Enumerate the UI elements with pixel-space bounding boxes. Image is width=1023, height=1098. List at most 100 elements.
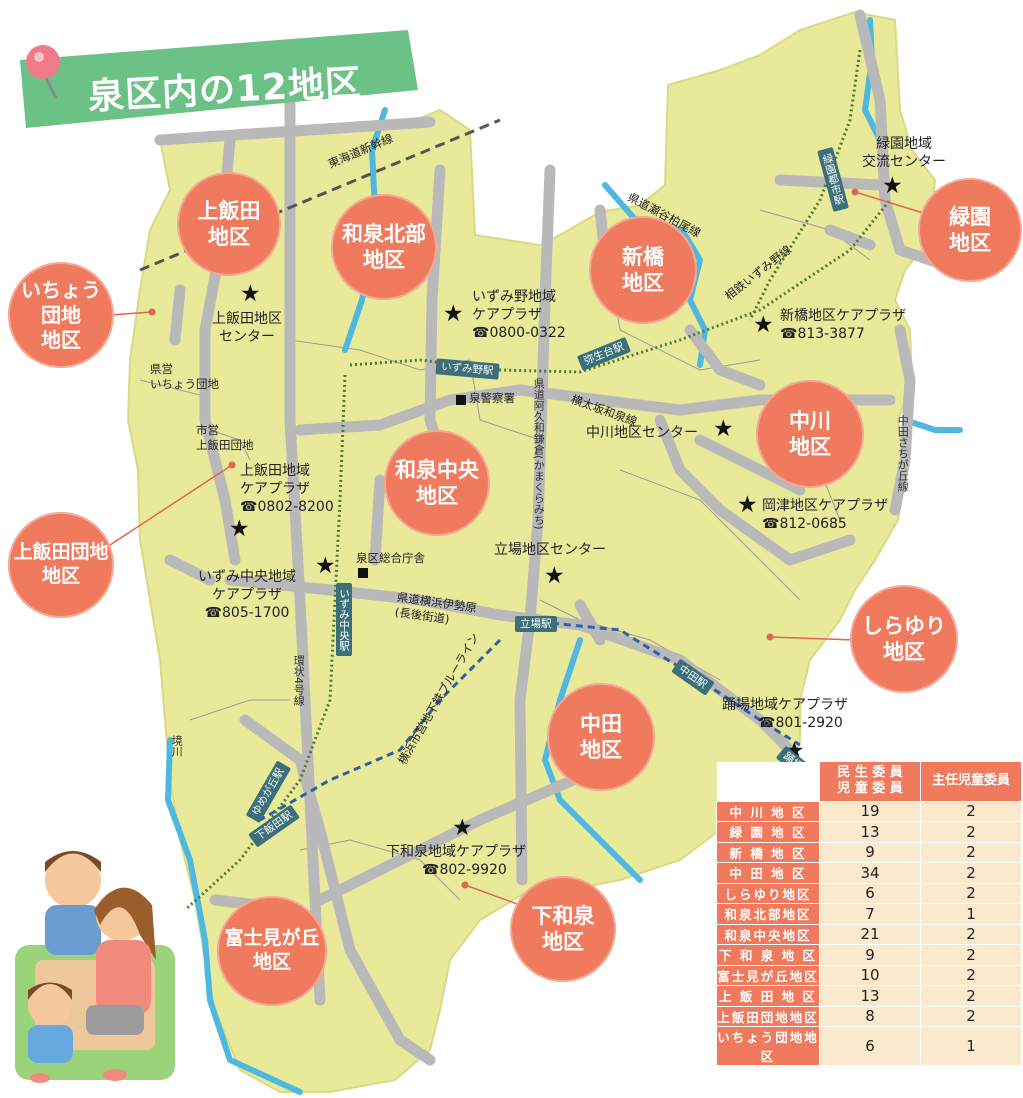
star-icon: ★	[737, 492, 758, 518]
place-line: 市営	[196, 423, 219, 437]
row-shunin: 2	[920, 944, 1022, 966]
facility-line: 上飯田地域	[240, 463, 310, 479]
district-kamiiida-danchi[interactable]: 上飯田団地 地区	[8, 512, 114, 618]
row-minsei: 6	[819, 1026, 921, 1066]
title-banner: 泉区内の12地区	[8, 30, 420, 128]
district-suffix: 地区	[208, 225, 250, 249]
row-shunin: 2	[920, 964, 1022, 986]
row-shunin: 2	[920, 821, 1022, 843]
row-district: いちょう団地地区	[716, 1026, 820, 1066]
district-name: 緑園	[949, 204, 991, 229]
facility-nakagawa-center[interactable]: 中川地区センター	[586, 424, 698, 442]
district-ryokuen[interactable]: 緑園 地区	[918, 178, 1022, 282]
district-icho[interactable]: いちょう 団地 地区	[8, 262, 114, 368]
district-suffix: 地区	[949, 231, 991, 255]
district-name: しらゆり	[862, 613, 946, 638]
kanjo4-label: 環状4号線	[292, 655, 306, 706]
police-station[interactable]: 泉警察署	[469, 391, 515, 405]
row-district: 和泉北部地区	[716, 903, 820, 925]
facility-odoriba-plaza[interactable]: 踊場地域ケアプラザ ☎801-2920	[722, 696, 848, 732]
district-suffix: 地区	[580, 738, 622, 762]
row-minsei: 13	[819, 821, 921, 843]
facility-ryokuen-center[interactable]: 緑園地域 交流センター	[862, 135, 946, 171]
district-shimoizumi[interactable]: 下和泉 地区	[510, 876, 616, 982]
district-name: 中田	[580, 711, 622, 736]
row-minsei: 6	[819, 882, 921, 904]
facility-line: ケアプラザ	[472, 307, 542, 324]
station-tateba[interactable]: 立場駅	[515, 616, 557, 632]
district-izumi-chuo[interactable]: 和泉中央 地区	[384, 430, 490, 536]
facility-okazu-plaza[interactable]: 岡津地区ケアプラザ ☎812-0685	[762, 497, 888, 533]
table-corner	[716, 761, 820, 801]
station-izumichuo[interactable]: いずみ中央駅	[336, 583, 352, 656]
row-district: 緑 園 地 区	[716, 821, 820, 843]
facility-phone: ☎812-0685	[762, 516, 847, 533]
header-line: 民 生 委 員	[837, 765, 903, 780]
row-minsei: 21	[819, 923, 921, 945]
star-icon: ★	[240, 281, 261, 307]
facility-shinbashi-plaza[interactable]: 新橋地区ケアプラザ ☎813-3877	[780, 307, 906, 343]
district-nakata[interactable]: 中田 地区	[547, 683, 655, 791]
star-icon: ★	[315, 553, 336, 579]
row-minsei: 8	[819, 1005, 921, 1027]
district-izumi-hokubu[interactable]: 和泉北部 地区	[331, 194, 437, 300]
facility-phone: ☎801-2920	[758, 715, 843, 732]
row-district: 新 橋 地 区	[716, 841, 820, 863]
star-icon: ★	[229, 516, 250, 542]
place-line: いちょう団地	[150, 376, 219, 391]
row-district: 中 川 地 区	[716, 800, 820, 822]
facility-kamiiida-center[interactable]: 上飯田地区 センター	[212, 310, 282, 346]
ward-office-marker	[358, 568, 368, 578]
district-shirayuri[interactable]: しらゆり 地区	[850, 585, 958, 693]
district-suffix: 地区	[622, 271, 664, 295]
district-name: 中川	[789, 408, 831, 433]
district-suffix: 地区	[41, 565, 80, 587]
facility-line: 新橋地区ケアプラザ	[780, 308, 906, 324]
district-fujimigaoka[interactable]: 富士見が丘 地区	[217, 896, 327, 1006]
row-shunin: 2	[920, 923, 1022, 945]
facility-kamiiida-plaza[interactable]: 上飯田地域 ケアプラザ ☎0802-8200	[240, 462, 334, 517]
district-nakagawa[interactable]: 中川 地区	[756, 380, 864, 488]
nakata-sakura-label: 中田さちが丘線	[896, 415, 910, 492]
facility-izumichuo-plaza[interactable]: いずみ中央地域 ケアプラザ ☎805-1700	[198, 568, 296, 623]
facility-shimoizumi-plaza[interactable]: 下和泉地域ケアプラザ ☎802-9920	[386, 843, 526, 879]
district-name: 和泉北部	[342, 221, 426, 246]
kamakura-road-label: 県道阿久和鎌倉(かまくらみち)	[532, 378, 546, 530]
row-district: 和泉中央地区	[716, 923, 820, 945]
row-shunin: 1	[920, 1026, 1022, 1066]
star-icon: ★	[443, 301, 464, 327]
facility-line: 岡津地区ケアプラザ	[762, 498, 888, 514]
row-district: 上飯田団地地区	[716, 1005, 820, 1027]
facility-line: ケアプラザ	[240, 481, 310, 498]
facility-line: 上飯田地区	[212, 311, 282, 327]
district-shinbashi[interactable]: 新橋 地区	[589, 216, 697, 324]
ward-office[interactable]: 泉区総合庁舎	[356, 551, 425, 565]
banner-shape	[20, 30, 418, 128]
district-name: 上飯田団地	[13, 541, 109, 564]
district-name: 上飯田	[197, 198, 261, 223]
star-icon: ★	[544, 563, 565, 589]
row-district: 下 和 泉 地 区	[716, 944, 820, 966]
district-name: 和泉中央	[395, 457, 479, 482]
district-name: 富士見が丘	[224, 927, 320, 950]
facility-izumino-plaza[interactable]: いずみ野地域 ケアプラザ ☎0800-0322	[472, 288, 566, 343]
district-kamiiida[interactable]: 上飯田 地区	[177, 172, 281, 276]
row-minsei: 10	[819, 964, 921, 986]
district-suffix: 地区	[883, 640, 925, 664]
icho-pref-danchi: 県営 いちょう団地	[150, 362, 219, 392]
row-shunin: 1	[920, 903, 1022, 925]
district-name-2: 団地	[41, 302, 81, 327]
facility-line: 立場地区センター	[494, 542, 606, 558]
row-district: しらゆり地区	[716, 882, 820, 904]
place-line: 上飯田団地	[196, 437, 254, 452]
row-shunin: 2	[920, 800, 1022, 822]
header-line: 児 童 委 員	[837, 781, 903, 797]
facility-tateba-center[interactable]: 立場地区センター	[494, 541, 606, 559]
